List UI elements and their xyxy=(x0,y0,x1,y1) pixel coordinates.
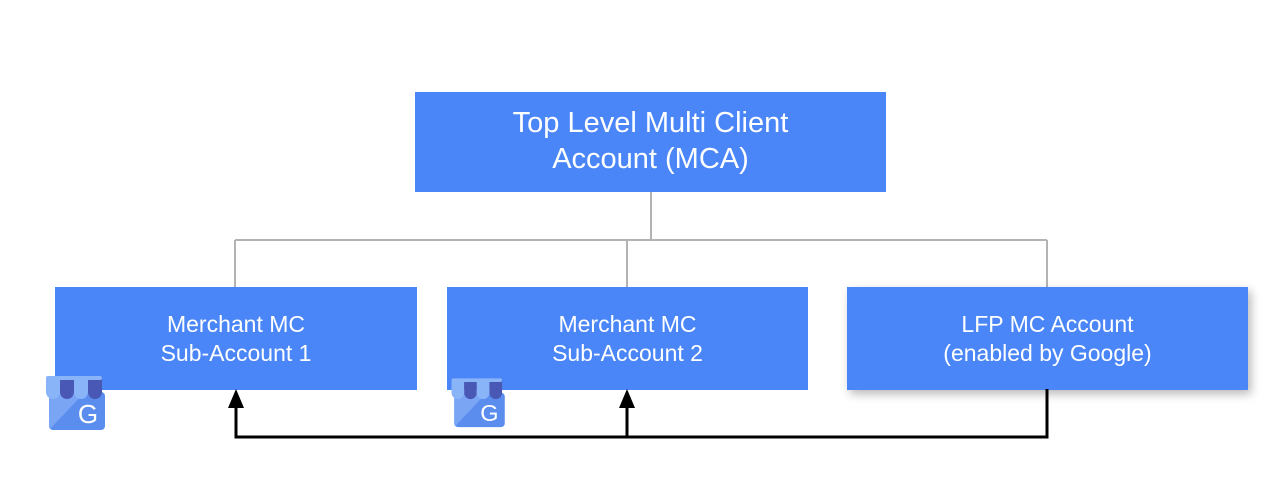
node-merchant-sub-account-1-label: Merchant MC Sub-Account 1 xyxy=(160,310,312,366)
node-merchant-sub-account-2-label: Merchant MC Sub-Account 2 xyxy=(552,310,703,366)
google-business-profile-icon: G xyxy=(46,376,105,430)
node-merchant-sub-account-2: Merchant MC Sub-Account 2 xyxy=(447,287,808,390)
node-merchant-sub-account-1: Merchant MC Sub-Account 1 xyxy=(55,287,417,390)
node-lfp-mc-account-label: LFP MC Account (enabled by Google) xyxy=(943,310,1152,366)
node-lfp-mc-account: LFP MC Account (enabled by Google) xyxy=(847,287,1248,390)
google-g-letter: G xyxy=(480,400,498,426)
feed-path-lfp-to-subaccounts xyxy=(234,389,1049,439)
svg-text:G: G xyxy=(480,400,498,426)
arrowhead-sub1 xyxy=(228,389,244,408)
node-top-level-mca-label: Top Level Multi Client Account (MCA) xyxy=(512,107,789,175)
google-g-letter: G xyxy=(78,399,98,429)
storefront-awning xyxy=(46,376,102,399)
storefront-body-shade xyxy=(49,392,85,430)
arrowhead-sub2 xyxy=(619,389,635,408)
google-business-profile-icon: G xyxy=(451,378,505,428)
node-top-level-mca: Top Level Multi Client Account (MCA) xyxy=(415,92,886,192)
svg-text:G: G xyxy=(78,399,98,429)
